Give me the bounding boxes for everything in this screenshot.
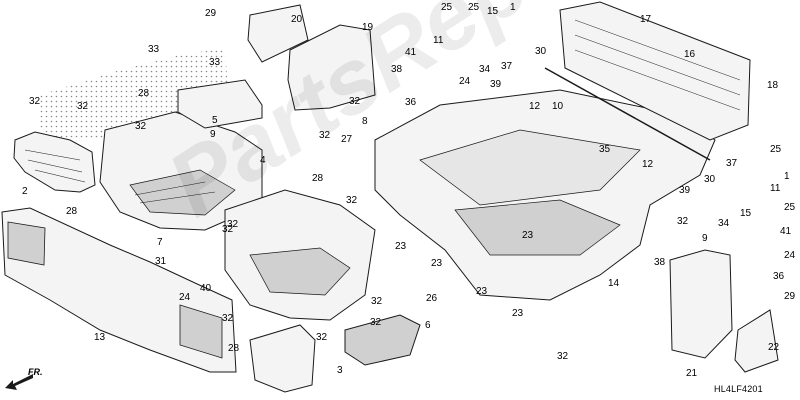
callout-5: 5: [212, 115, 218, 126]
callout-36: 36: [773, 271, 785, 282]
callout-22: 22: [768, 342, 780, 353]
part-21-side-guard: [669, 249, 733, 359]
callout-32: 32: [557, 351, 569, 362]
callout-1: 1: [510, 2, 516, 13]
callout-26: 26: [426, 293, 438, 304]
callout-29-top: 29: [205, 8, 217, 19]
callout-32: 32: [77, 101, 89, 112]
callout-32: 32: [29, 96, 41, 107]
callout-30: 30: [704, 174, 716, 185]
callout-32: 32: [371, 296, 383, 307]
callout-35: 35: [599, 144, 611, 155]
callout-34: 34: [718, 218, 730, 229]
part-6-mat: [344, 314, 421, 366]
callout-25: 25: [784, 202, 796, 213]
callout-25: 25: [441, 2, 453, 13]
callout-32: 32: [319, 130, 331, 141]
callout-32: 32: [677, 216, 689, 227]
callout-9: 9: [702, 233, 708, 244]
callout-30: 30: [535, 46, 547, 57]
callout-36: 36: [405, 97, 417, 108]
callout-12: 12: [642, 159, 654, 170]
callout-2: 2: [22, 186, 28, 197]
callout-27: 27: [341, 134, 353, 145]
callout-33: 33: [148, 44, 160, 55]
callout-14: 14: [608, 278, 620, 289]
callout-31: 31: [155, 256, 167, 267]
callout-32: 32: [346, 195, 358, 206]
diagram-code: HL4LF4201: [714, 384, 763, 394]
callout-10: 10: [552, 101, 564, 112]
callout-18: 18: [767, 80, 779, 91]
callout-34: 34: [479, 64, 491, 75]
callout-17: 17: [640, 14, 652, 25]
callout-32: 32: [370, 317, 382, 328]
callout-16: 16: [684, 49, 696, 60]
callout-28: 28: [228, 343, 240, 354]
callout-32: 32: [222, 313, 234, 324]
callout-32: 32: [316, 332, 328, 343]
callout-25: 25: [770, 144, 782, 155]
callout-3: 3: [337, 365, 343, 376]
callout-23: 23: [512, 308, 524, 319]
callout-39: 39: [490, 79, 502, 90]
callout-13: 13: [94, 332, 106, 343]
callout-12: 12: [529, 101, 541, 112]
callout-32: 32: [349, 96, 361, 107]
callout-33: 33: [209, 57, 221, 68]
callout-4: 4: [260, 155, 266, 166]
callout-23: 23: [476, 286, 488, 297]
callout-37: 37: [726, 158, 738, 169]
part-10-rod: [544, 67, 711, 161]
callout-38: 38: [654, 257, 666, 268]
callout-41: 41: [780, 226, 792, 237]
callout-23: 23: [522, 230, 534, 241]
callout-24: 24: [784, 250, 796, 261]
callout-7: 7: [157, 237, 163, 248]
part-5-panel: [177, 79, 263, 129]
callout-32: 32: [227, 219, 239, 230]
callout-8: 8: [362, 116, 368, 127]
callout-19: 19: [362, 22, 374, 33]
callout-32: 32: [222, 224, 234, 235]
callout-39: 39: [679, 185, 691, 196]
callout-6: 6: [425, 320, 431, 331]
callout-38: 38: [391, 64, 403, 75]
callout-11: 11: [433, 35, 444, 46]
callout-9: 9: [210, 129, 216, 140]
callout-28: 28: [312, 173, 324, 184]
front-direction-label: FR.: [28, 367, 43, 377]
callout-24: 24: [179, 292, 191, 303]
part-3-bracket: [249, 324, 316, 393]
callout-1: 1: [784, 171, 790, 182]
callout-24: 24: [459, 76, 471, 87]
dotted-mat-area: [38, 48, 228, 142]
part-2-bracket: [13, 131, 96, 193]
callout-28: 28: [138, 88, 150, 99]
callout-21: 21: [686, 368, 698, 379]
callout-25: 25: [468, 2, 480, 13]
callout-23: 23: [395, 241, 407, 252]
callout-29: 29: [784, 291, 796, 302]
callout-11: 11: [770, 183, 781, 194]
callout-32: 32: [135, 121, 147, 132]
callout-28: 28: [66, 206, 78, 217]
part-16-tailgate: [559, 1, 751, 141]
callout-15: 15: [740, 208, 752, 219]
callout-40: 40: [200, 283, 212, 294]
part-19-cover: [287, 24, 376, 111]
callout-20: 20: [291, 14, 303, 25]
callout-37: 37: [501, 61, 513, 72]
front-arrow-icon: [5, 374, 33, 390]
callout-41: 41: [405, 47, 417, 58]
part-20-cover: [247, 4, 309, 63]
part-13-side-panel: [1, 207, 237, 373]
callout-15: 15: [487, 6, 499, 17]
part-22-side-guard: [734, 309, 779, 373]
callout-23: 23: [431, 258, 443, 269]
